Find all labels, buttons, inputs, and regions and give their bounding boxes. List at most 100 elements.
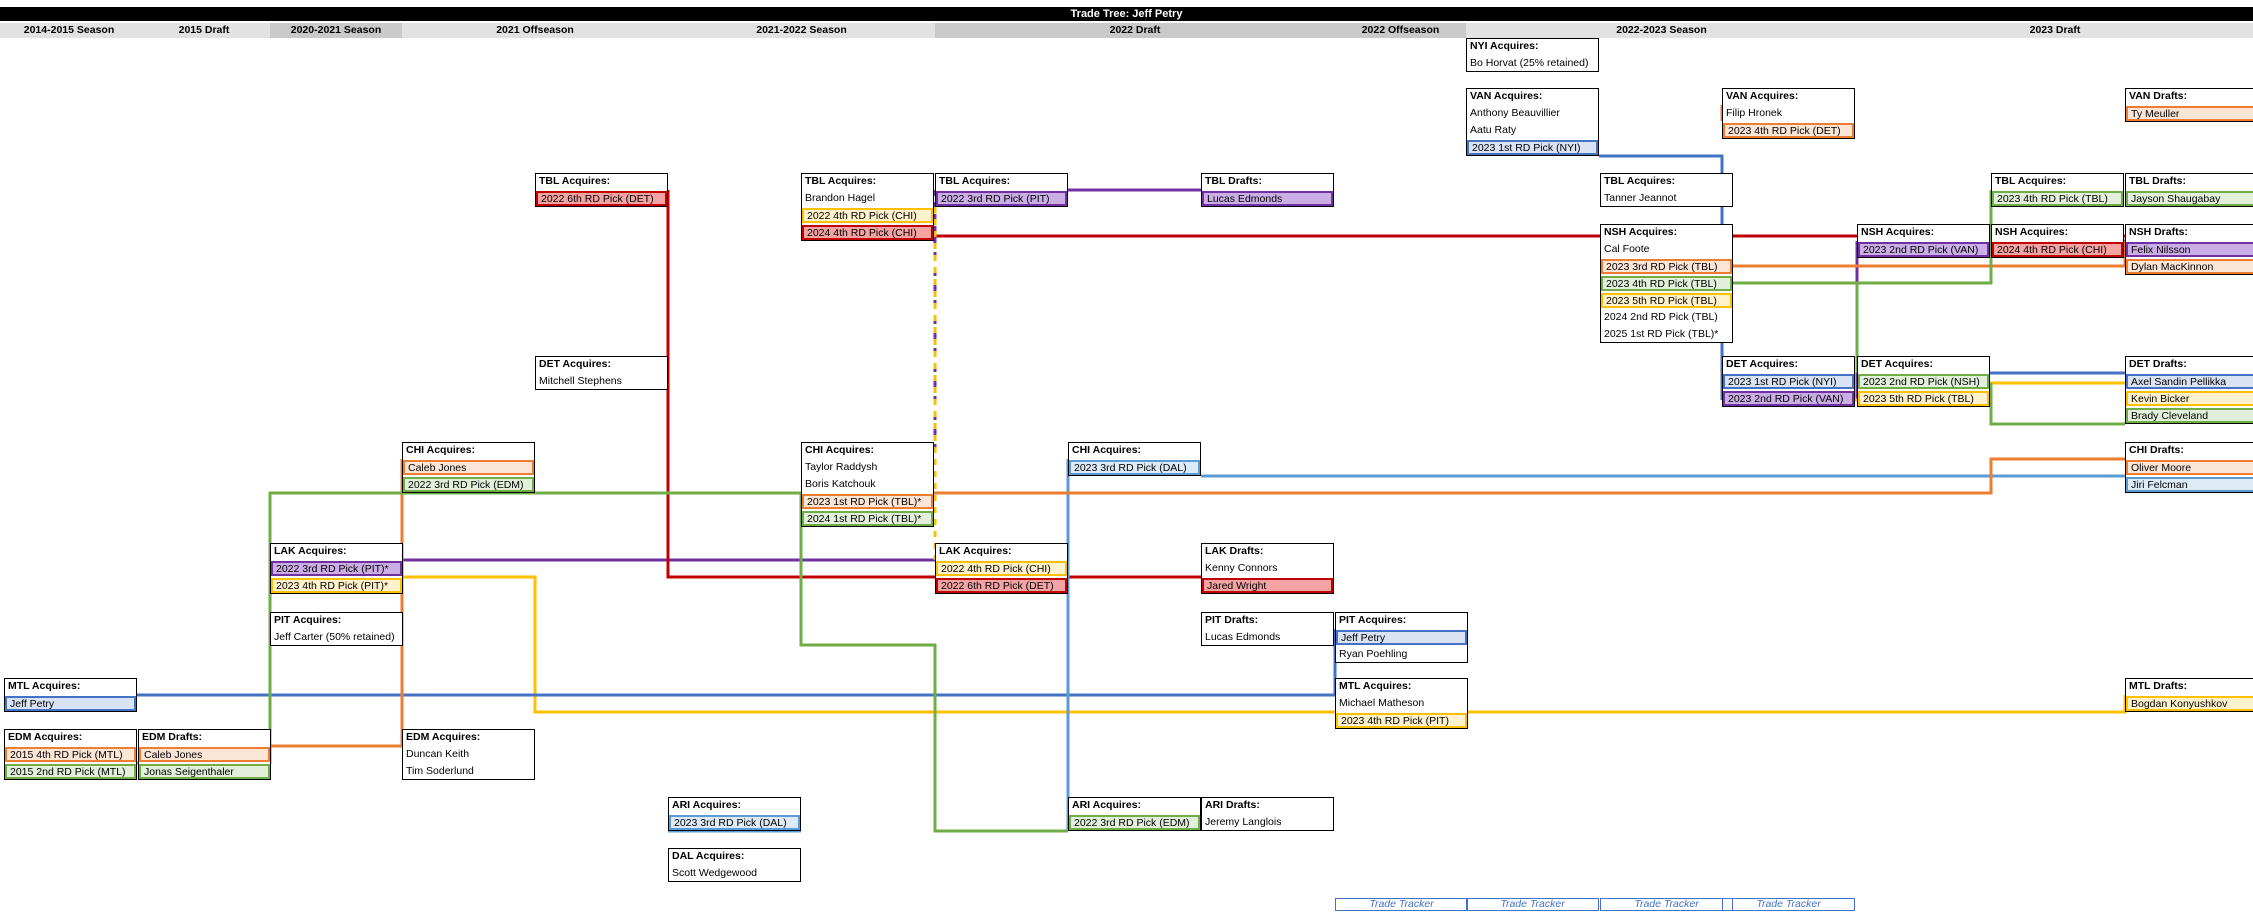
trade-asset-row: 2024 4th RD Pick (CHI) bbox=[1992, 242, 2123, 257]
trade-box-pitd: PIT Drafts:Lucas Edmonds bbox=[1201, 612, 1334, 646]
trade-box-title: NYI Acquires: bbox=[1470, 40, 1539, 52]
trade-box-chi3: CHI Acquires:2023 3rd RD Pick (DAL) bbox=[1068, 442, 1201, 476]
trade-asset-row: Jeff Carter (50% retained) bbox=[274, 631, 395, 643]
trade-asset-row: Scott Wedgewood bbox=[672, 867, 758, 879]
trade-box-tbl4: TBL Acquires: Tanner Jeannot bbox=[1600, 173, 1733, 207]
season-header: 2022 Offseason bbox=[1335, 23, 1466, 38]
trade-box-tbld2: TBL Drafts: Jayson Shaugabay bbox=[2125, 173, 2253, 207]
trade-asset-row: 2023 3rd RD Pick (TBL) bbox=[1601, 259, 1732, 274]
trade-box-title: MTL Drafts: bbox=[2129, 680, 2188, 692]
season-header: 2023 Draft bbox=[1857, 23, 2253, 38]
trade-asset-row: 2015 2nd RD Pick (MTL) bbox=[5, 764, 136, 779]
trade-box-nyi: NYI Acquires: Bo Horvat (25% retained) bbox=[1466, 38, 1599, 72]
trade-box-dal: DAL Acquires: Scott Wedgewood bbox=[668, 848, 801, 882]
trade-asset-row: 2023 2nd RD Pick (NSH) bbox=[1858, 374, 1989, 389]
trade-box-nsh2: NSH Acquires:2023 2nd RD Pick (VAN) bbox=[1857, 224, 1990, 258]
trade-asset-row: 2022 6th RD Pick (DET) bbox=[536, 191, 667, 206]
trade-asset-row: Boris Katchouk bbox=[805, 478, 876, 490]
trade-line-yellow bbox=[402, 575, 2127, 724]
season-header: 2015 Draft bbox=[138, 23, 270, 38]
trade-box-tbl3: TBL Acquires:2022 3rd RD Pick (PIT) bbox=[935, 173, 1068, 207]
trade-asset-row: 2025 1st RD Pick (TBL)* bbox=[1604, 328, 1719, 340]
trade-asset-row: 2023 2nd RD Pick (VAN) bbox=[1723, 391, 1854, 406]
trade-box-title: MTL Acquires: bbox=[1339, 680, 1412, 692]
trade-box-title: DAL Acquires: bbox=[672, 850, 745, 862]
trade-asset-row: 2022 6th RD Pick (DET) bbox=[936, 578, 1067, 593]
trade-asset-row: Axel Sandin Pellikka bbox=[2126, 374, 2253, 389]
trade-tracker-link[interactable]: Trade Tracker bbox=[1466, 898, 1599, 911]
trade-asset-row: Bogdan Konyushkov bbox=[2126, 696, 2253, 711]
trade-box-title: PIT Drafts: bbox=[1205, 614, 1259, 626]
trade-box-title: MTL Acquires: bbox=[8, 680, 81, 692]
trade-asset-row: 2022 3rd RD Pick (EDM) bbox=[403, 477, 534, 492]
trade-asset-row: Jeff Petry bbox=[5, 696, 136, 711]
trade-box-title: DET Drafts: bbox=[2129, 358, 2187, 370]
trade-box-lak2: LAK Acquires: 2022 4th RD Pick (CHI) 2022 … bbox=[935, 543, 1068, 594]
trade-tracker-link[interactable]: Trade Tracker bbox=[1722, 898, 1855, 911]
season-header: 2022-2023 Season bbox=[1466, 23, 1857, 38]
trade-asset-row: 2022 3rd RD Pick (EDM) bbox=[1069, 815, 1200, 830]
trade-box-title: EDM Acquires: bbox=[8, 731, 83, 743]
season-header: 2021 Offseason bbox=[402, 23, 668, 38]
trade-box-title: LAK Drafts: bbox=[1205, 545, 1264, 557]
trade-asset-row: 2023 5th RD Pick (TBL) bbox=[1858, 391, 1989, 406]
trade-box-title: CHI Acquires: bbox=[805, 444, 875, 456]
trade-asset-row: Bo Horvat (25% retained) bbox=[1470, 57, 1589, 69]
trade-asset-row: Oliver Moore bbox=[2126, 460, 2253, 475]
trade-asset-row: Ryan Poehling bbox=[1339, 648, 1408, 660]
trade-asset-row: 2023 4th RD Pick (PIT)* bbox=[271, 578, 402, 593]
trade-asset-row: 2023 4th RD Pick (TBL) bbox=[1992, 191, 2123, 206]
trade-asset-row: 2024 4th RD Pick (CHI) bbox=[802, 225, 933, 240]
trade-asset-row: Caleb Jones bbox=[403, 460, 534, 475]
trade-box-mtld: MTL Drafts: Bogdan Konyushkov bbox=[2125, 678, 2253, 712]
trade-asset-row: 2022 4th RD Pick (CHI) bbox=[936, 561, 1067, 576]
trade-asset-row: Jonas Seigenthaler bbox=[139, 764, 270, 779]
trade-box-mtl1: MTL Acquires: Jeff Petry bbox=[4, 678, 137, 712]
trade-box-pit1: PIT Acquires: Jeff Carter (50% retained) bbox=[270, 612, 403, 646]
trade-asset-row: 2023 4th RD Pick (TBL) bbox=[1601, 276, 1732, 291]
trade-tracker-link[interactable]: Trade Tracker bbox=[1335, 898, 1468, 911]
trade-box-ari1: ARI Acquires: 2023 3rd RD Pick (DAL) bbox=[668, 797, 801, 831]
trade-box-title: DET Acquires: bbox=[539, 358, 611, 370]
trade-box-title: NSH Acquires: bbox=[1995, 226, 2069, 238]
trade-asset-row: Brady Cleveland bbox=[2126, 408, 2253, 423]
trade-box-lak1: LAK Acquires:2022 3rd RD Pick (PIT)*2023… bbox=[270, 543, 403, 594]
trade-asset-row: Duncan Keith bbox=[406, 748, 470, 760]
trade-asset-row: 2023 3rd RD Pick (DAL) bbox=[1069, 460, 1200, 475]
trade-asset-row: 2024 2nd RD Pick (TBL) bbox=[1604, 311, 1718, 323]
trade-asset-row: Dylan MacKinnon bbox=[2126, 259, 2253, 274]
trade-box-title: PIT Acquires: bbox=[274, 614, 342, 626]
trade-asset-row: Jayson Shaugabay bbox=[2126, 191, 2253, 206]
trade-box-title: LAK Acquires: bbox=[939, 545, 1012, 557]
trade-asset-row: 2023 3rd RD Pick (DAL) bbox=[669, 815, 800, 830]
season-header: 2022 Draft bbox=[935, 23, 1335, 38]
trade-box-title: TBL Acquires: bbox=[1995, 175, 2067, 187]
trade-asset-row: 2023 1st RD Pick (TBL)* bbox=[802, 494, 933, 509]
trade-box-tbld1: TBL Drafts:Lucas Edmonds bbox=[1201, 173, 1334, 207]
trade-box-ari2: ARI Acquires:2022 3rd RD Pick (EDM) bbox=[1068, 797, 1201, 831]
trade-box-title: ARI Acquires: bbox=[672, 799, 742, 811]
trade-box-title: TBL Acquires: bbox=[1604, 175, 1676, 187]
trade-asset-row: Tanner Jeannot bbox=[1604, 192, 1677, 204]
trade-asset-row: Taylor Raddysh bbox=[805, 461, 878, 473]
trade-asset-row: 2023 1st RD Pick (NYI) bbox=[1467, 140, 1598, 155]
trade-box-det1: DET Acquires:Mitchell Stephens bbox=[535, 356, 668, 390]
trade-asset-row: Anthony Beauvillier bbox=[1470, 107, 1560, 119]
season-header: 2020-2021 Season bbox=[270, 23, 402, 38]
trade-tracker-link[interactable]: Trade Tracker bbox=[1600, 898, 1733, 911]
trade-asset-row: 2022 4th RD Pick (CHI) bbox=[802, 208, 933, 223]
trade-asset-row: Jeremy Langlois bbox=[1205, 816, 1282, 828]
trade-box-title: ARI Drafts: bbox=[1205, 799, 1260, 811]
trade-box-title: TBL Drafts: bbox=[2129, 175, 2186, 187]
